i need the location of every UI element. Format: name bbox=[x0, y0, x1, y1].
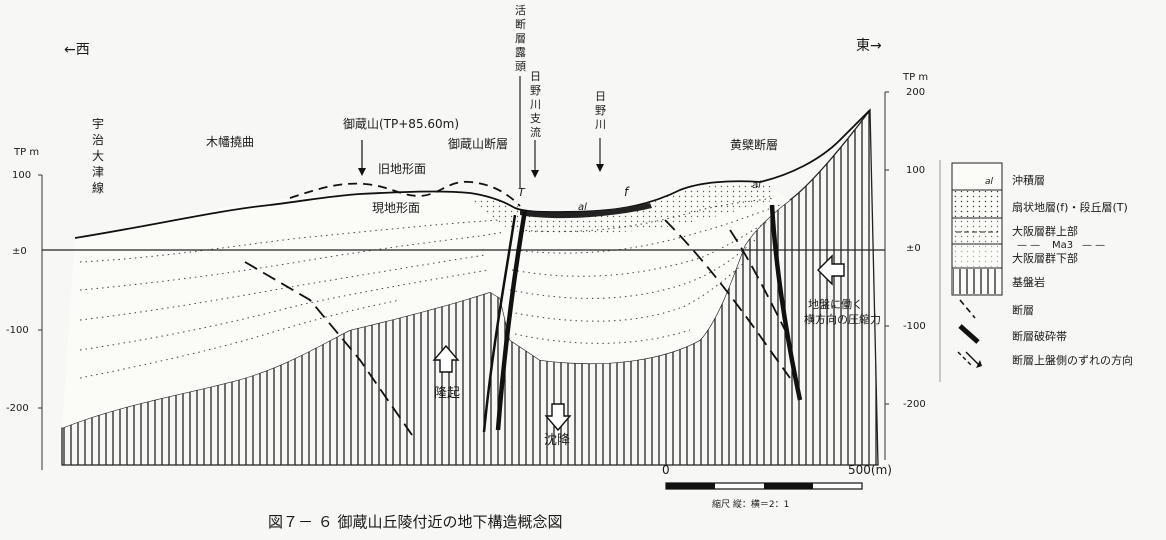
tributary-pointer-head bbox=[531, 170, 539, 178]
obaku-fracture-zone bbox=[769, 204, 803, 401]
obaku-fault-west bbox=[664, 219, 791, 379]
uplift-arrow-icon bbox=[432, 344, 460, 373]
left-axis-unit: TP m bbox=[13, 147, 39, 158]
east-direction-label: 東→ bbox=[856, 38, 882, 54]
legend-fan-swatch bbox=[953, 191, 1001, 217]
left-depth-axis: TP m 100 ±0 -100 -200 bbox=[6, 147, 43, 470]
alluvium-mark: al bbox=[578, 202, 587, 213]
legend-slip-arrow bbox=[965, 351, 981, 367]
scale-bar: 0 500(m) 縮尺 縦：横＝2：1 bbox=[662, 463, 892, 510]
present-surface-label: 現地形面 bbox=[372, 201, 420, 215]
legend-fault-symbol bbox=[959, 299, 976, 319]
fault-fracture-zones bbox=[482, 204, 803, 433]
compression-arrow-icon bbox=[817, 254, 845, 286]
legend-fault-zone-symbol bbox=[958, 324, 980, 344]
legend-slip: 断層上盤側のずれの方向 bbox=[1012, 353, 1133, 367]
left-tick-100: 100 bbox=[12, 170, 31, 181]
alluvium-mark-east: al bbox=[752, 180, 761, 191]
legend-slip-symbol bbox=[957, 351, 973, 367]
left-tick-minus100: -100 bbox=[6, 325, 29, 336]
kohata-fault bbox=[244, 261, 413, 436]
uji-line-label: 宇治大津線 bbox=[92, 117, 104, 195]
figure-caption: 図７－ ６ 御蔵山丘陵付近の地下構造概念図 bbox=[268, 513, 563, 531]
hino-tributary-label: 日野川支流 bbox=[530, 70, 541, 139]
terrace-mark: T bbox=[518, 186, 526, 199]
obaku-fault-label: 黄檗断層 bbox=[730, 137, 778, 152]
left-tick-0: ±0 bbox=[12, 246, 27, 257]
left-tick-minus200: -200 bbox=[6, 403, 29, 414]
fan-mark: f bbox=[624, 185, 630, 199]
active-fault-label: 活断層露頭 bbox=[515, 4, 526, 73]
legend-bedrock: 基盤岩 bbox=[1012, 275, 1045, 289]
legend-ma3: Ma3 bbox=[1052, 240, 1073, 251]
okurayama-fracture-zone bbox=[495, 209, 528, 431]
hino-river-label: 日野川 bbox=[595, 90, 606, 131]
old-surface-label: 旧地形面 bbox=[378, 162, 426, 176]
hino-river-pointer-head bbox=[596, 164, 604, 172]
legend-al-mark: al bbox=[985, 177, 994, 187]
obaku-fault-east bbox=[729, 229, 791, 341]
uplift-label: 隆起 bbox=[434, 386, 460, 401]
legend-fault: 断層 bbox=[1012, 303, 1034, 317]
legend: al 沖積層 扇状地層(f)・段丘層(T) 大阪層群上部 — — Ma3 — —… bbox=[939, 160, 1133, 382]
legend-slip-arrow-head bbox=[976, 360, 982, 368]
alluvium-strip bbox=[520, 203, 652, 219]
legend-alluvium: 沖積層 bbox=[1012, 173, 1045, 187]
subsidence-arrow-icon bbox=[544, 403, 572, 432]
okurayama-fault-label: 御蔵山断層 bbox=[448, 136, 508, 151]
legend-bedrock-swatch bbox=[953, 269, 1001, 294]
scale-max: 500(m) bbox=[848, 463, 892, 477]
right-tick-minus200: -200 bbox=[903, 399, 926, 410]
scale-ratio: 縮尺 縦：横＝2：1 bbox=[712, 498, 789, 510]
right-depth-axis: TP m 200 100 ±0 -100 -200 bbox=[884, 72, 928, 460]
legend-lower-swatch bbox=[953, 245, 1001, 267]
right-axis-unit: TP m bbox=[902, 72, 928, 83]
right-tick-minus100: -100 bbox=[903, 321, 926, 332]
right-tick-100: 100 bbox=[906, 165, 925, 176]
legend-ma3-dash-right: — — bbox=[1082, 240, 1105, 251]
okurayama-fracture-zone-2 bbox=[482, 214, 517, 433]
legend-fan: 扇状地層(f)・段丘層(T) bbox=[1012, 200, 1128, 214]
legend-fault-zone: 断層破砕帯 bbox=[1012, 329, 1067, 343]
legend-lower: 大阪層群下部 bbox=[1012, 251, 1078, 265]
west-direction-label: ←西 bbox=[64, 42, 90, 58]
scale-zero: 0 bbox=[662, 463, 670, 477]
okurayama-label: 御蔵山(TP+85.60m) bbox=[343, 116, 459, 131]
right-tick-200: 200 bbox=[906, 87, 925, 98]
subsidence-label: 沈降 bbox=[544, 433, 570, 448]
old-ground-surface bbox=[289, 181, 521, 207]
faults bbox=[244, 219, 791, 436]
legend-ma3-dash-left: — — bbox=[1017, 240, 1040, 251]
legend-upper-swatch bbox=[953, 219, 1001, 243]
right-tick-0: ±0 bbox=[906, 243, 921, 254]
compression-label-line2: 横方向の圧縮力 bbox=[804, 312, 881, 326]
kohata-flexure-label: 木幡撓曲 bbox=[206, 134, 254, 149]
legend-upper: 大阪層群上部 bbox=[1012, 224, 1078, 238]
sediment-layer bbox=[62, 181, 790, 428]
okurayama-pointer-head bbox=[358, 168, 366, 176]
compression-label-line1: 地盤に働く bbox=[808, 298, 863, 311]
